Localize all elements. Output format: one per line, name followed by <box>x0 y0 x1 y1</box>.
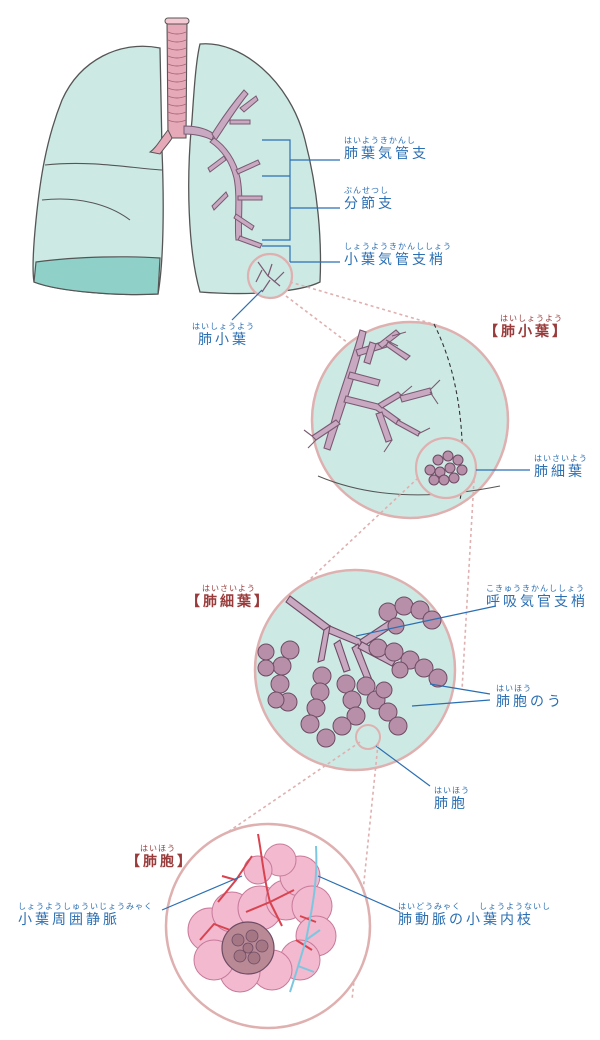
vein-leader <box>161 875 243 911</box>
alveolar-clusters <box>257 596 448 748</box>
zoom-guides-1 <box>285 281 441 347</box>
bronchial-tree <box>183 89 263 249</box>
segmental-bronchus-label: ぶんせつし 分節支 <box>344 186 395 212</box>
pulmonary-lobule-label: はいしょうよう 肺小葉 <box>192 322 255 348</box>
section-acinus-title: はいさいよう 【肺細葉】 <box>186 584 271 610</box>
alveolar-sac-leader-2 <box>411 699 491 707</box>
right-lung-lower-shade <box>33 256 161 296</box>
interlobular-vein-label: しょうようしゅういじょうみゃく 小葉周囲静脈 <box>18 902 153 928</box>
label-bracket <box>262 139 340 263</box>
section-lobule-title: はいしょうよう 【肺小葉】 <box>484 314 569 340</box>
alveolus-circle <box>161 822 401 1030</box>
artery-branches <box>199 833 317 951</box>
resp-bronchiole-leader <box>355 605 497 637</box>
alveolus-leader <box>375 745 431 787</box>
right-lung-fissure <box>44 162 163 171</box>
section-alveolus-title: はいほう 【肺胞】 <box>126 844 194 870</box>
zoom-guides-3 <box>221 741 379 1001</box>
alveolus-label: はいほう 肺胞 <box>434 786 470 812</box>
artery-branch-label: はいどうみゃく しょうようないし 肺動脈の小葉内枝 <box>398 902 551 928</box>
respiratory-bronchiole-label: こきゅうきかんししょう 呼吸気官支梢 <box>486 584 588 610</box>
lobule-circle <box>303 320 530 520</box>
alveolus-locator-circle <box>355 724 381 750</box>
lungs-overview <box>32 17 340 321</box>
acinus-label: はいさいよう 肺細葉 <box>534 454 588 480</box>
trachea <box>148 17 190 155</box>
right-lung <box>32 45 164 296</box>
lobule-leader <box>231 289 263 321</box>
artery-leader <box>317 875 401 913</box>
lobular-bronchiole-label: しょうようきかんししょう 小葉気管支梢 <box>344 242 452 268</box>
lobule-mini-branches <box>255 261 285 293</box>
alveolar-sac-leader-1 <box>429 683 491 695</box>
vein-branches <box>289 845 321 993</box>
acinus-circle <box>253 568 497 787</box>
alveolar-sac-label: はいほう 肺胞のう <box>496 684 564 710</box>
right-lung-fissure-2 <box>41 198 131 221</box>
lobar-bronchus-label: はいようきかんし 肺葉気管支 <box>344 136 429 162</box>
zoom-guides-2 <box>291 477 475 691</box>
acinus-mini-cluster <box>424 450 468 486</box>
lobule-locator-circle <box>246 252 294 300</box>
